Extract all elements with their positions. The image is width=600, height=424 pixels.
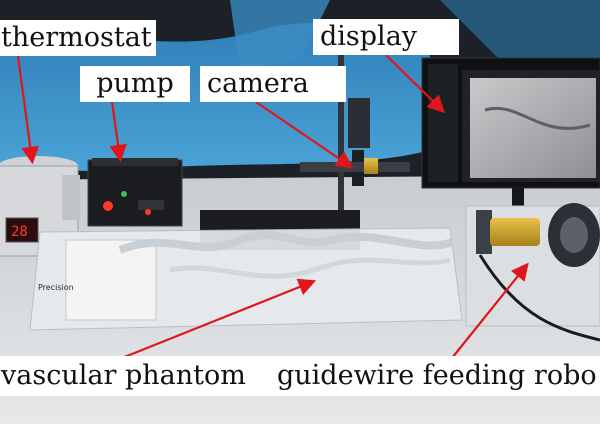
annotation-arrows bbox=[16, 54, 529, 360]
display-monitor bbox=[421, 57, 600, 216]
arrow-pump bbox=[109, 101, 127, 163]
guidewire-robot bbox=[465, 203, 600, 342]
camera-stand bbox=[300, 40, 410, 210]
label-display: display bbox=[313, 19, 459, 55]
arrow-camera bbox=[255, 101, 354, 169]
cloth-fold bbox=[230, 0, 330, 70]
arrow-display bbox=[385, 54, 446, 114]
pump-device bbox=[87, 158, 183, 227]
arrow-phantom bbox=[121, 278, 317, 360]
arrow-thermostat bbox=[16, 55, 39, 165]
phantom-brand: Precision bbox=[38, 283, 74, 292]
vascular-phantom: Precision bbox=[29, 227, 463, 331]
label-thermostat: thermostat bbox=[0, 20, 156, 56]
arrow-robot bbox=[451, 262, 529, 359]
thermostat-readout: 28 bbox=[11, 224, 28, 240]
label-camera: camera bbox=[200, 66, 346, 102]
label-vascular-phantom: vascular phantom bbox=[0, 356, 270, 396]
label-pump: pump bbox=[80, 66, 190, 102]
label-guidewire-robot: guidewire feeding robo bbox=[270, 356, 600, 396]
